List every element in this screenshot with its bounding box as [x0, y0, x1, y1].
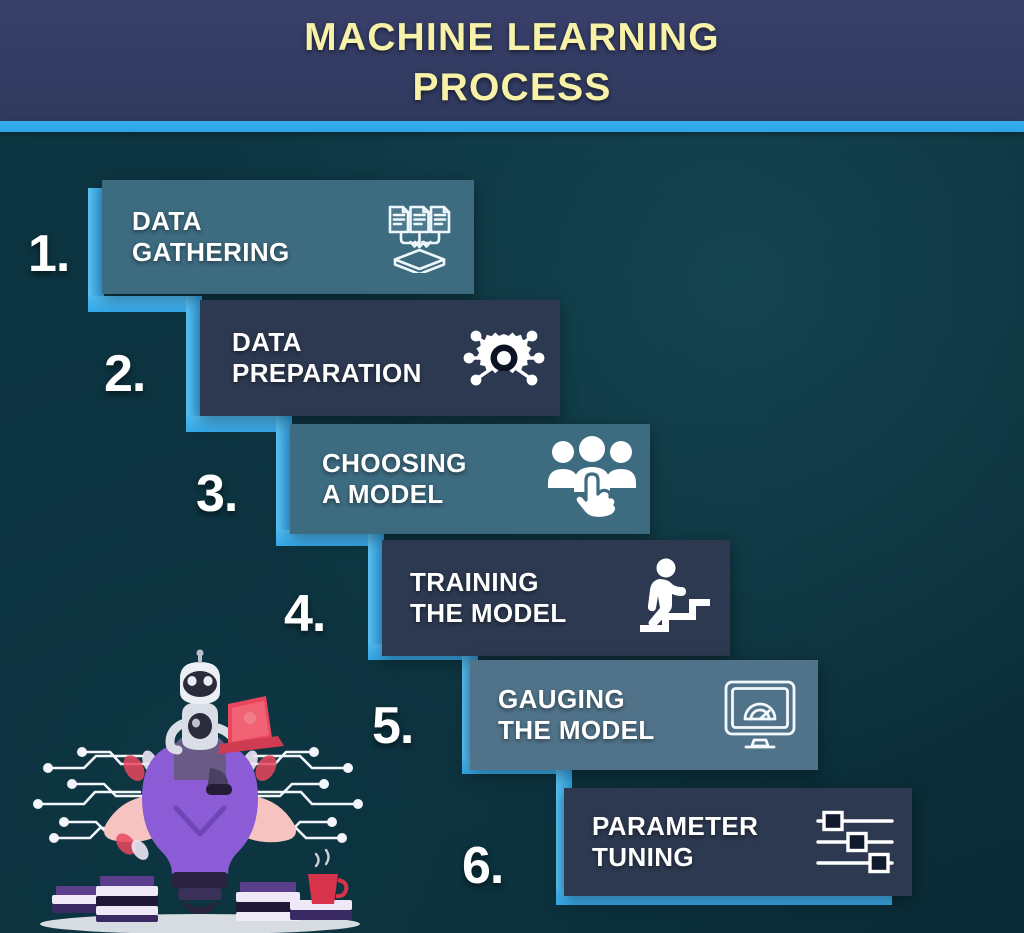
page-title-line1: MACHINE LEARNING	[304, 16, 720, 59]
page-title-line2: PROCESS	[412, 66, 612, 109]
ribbon-vertical-2	[186, 296, 202, 424]
ribbon-horizontal-3	[276, 530, 384, 546]
monitor-gauge-icon	[722, 678, 798, 752]
header-accent-bar	[0, 121, 1024, 132]
step-number-3: 3.	[196, 465, 238, 523]
step-card-data-preparation[interactable]: DATA PREPARATION	[200, 300, 560, 416]
step-card-parameter-tuning[interactable]: PARAMETER TUNING	[564, 788, 912, 896]
documents-to-database-icon	[386, 201, 456, 273]
step-label-3: CHOOSING A MODEL	[322, 448, 467, 509]
step-label-6: PARAMETER TUNING	[592, 811, 759, 872]
step-card-training-the-model[interactable]: TRAINING THE MODEL	[382, 540, 730, 656]
step-number-5: 5.	[372, 697, 414, 755]
ribbon-vertical-1	[88, 188, 104, 312]
ribbon-vertical-3	[276, 416, 292, 546]
ribbon-horizontal-2	[186, 416, 292, 432]
ribbon-vertical-4	[368, 530, 384, 660]
sliders-icon	[814, 806, 896, 878]
step-number-4: 4.	[284, 585, 326, 643]
step-label-4: TRAINING THE MODEL	[410, 567, 567, 628]
step-number-1: 1.	[28, 225, 70, 283]
robot-with-laptop-on-lightbulb-illustration	[22, 648, 374, 933]
gear-network-icon	[462, 321, 546, 395]
step-number-2: 2.	[104, 345, 146, 403]
page-title: MACHINE LEARNING PROCESS	[0, 13, 1024, 113]
person-climbing-stairs-icon	[626, 557, 714, 639]
ribbon-horizontal-1	[88, 296, 202, 312]
step-card-gauging-the-model[interactable]: GAUGING THE MODEL	[470, 660, 818, 770]
header-banner: MACHINE LEARNING PROCESS	[0, 0, 1024, 121]
step-card-data-gathering[interactable]: DATA GATHERING	[102, 180, 474, 294]
step-number-6: 6.	[462, 837, 504, 895]
people-select-icon	[546, 436, 638, 522]
step-label-1: DATA GATHERING	[132, 206, 290, 267]
step-label-2: DATA PREPARATION	[232, 327, 422, 388]
step-card-choosing-a-model[interactable]: CHOOSING A MODEL	[290, 424, 650, 534]
step-label-5: GAUGING THE MODEL	[498, 684, 655, 745]
